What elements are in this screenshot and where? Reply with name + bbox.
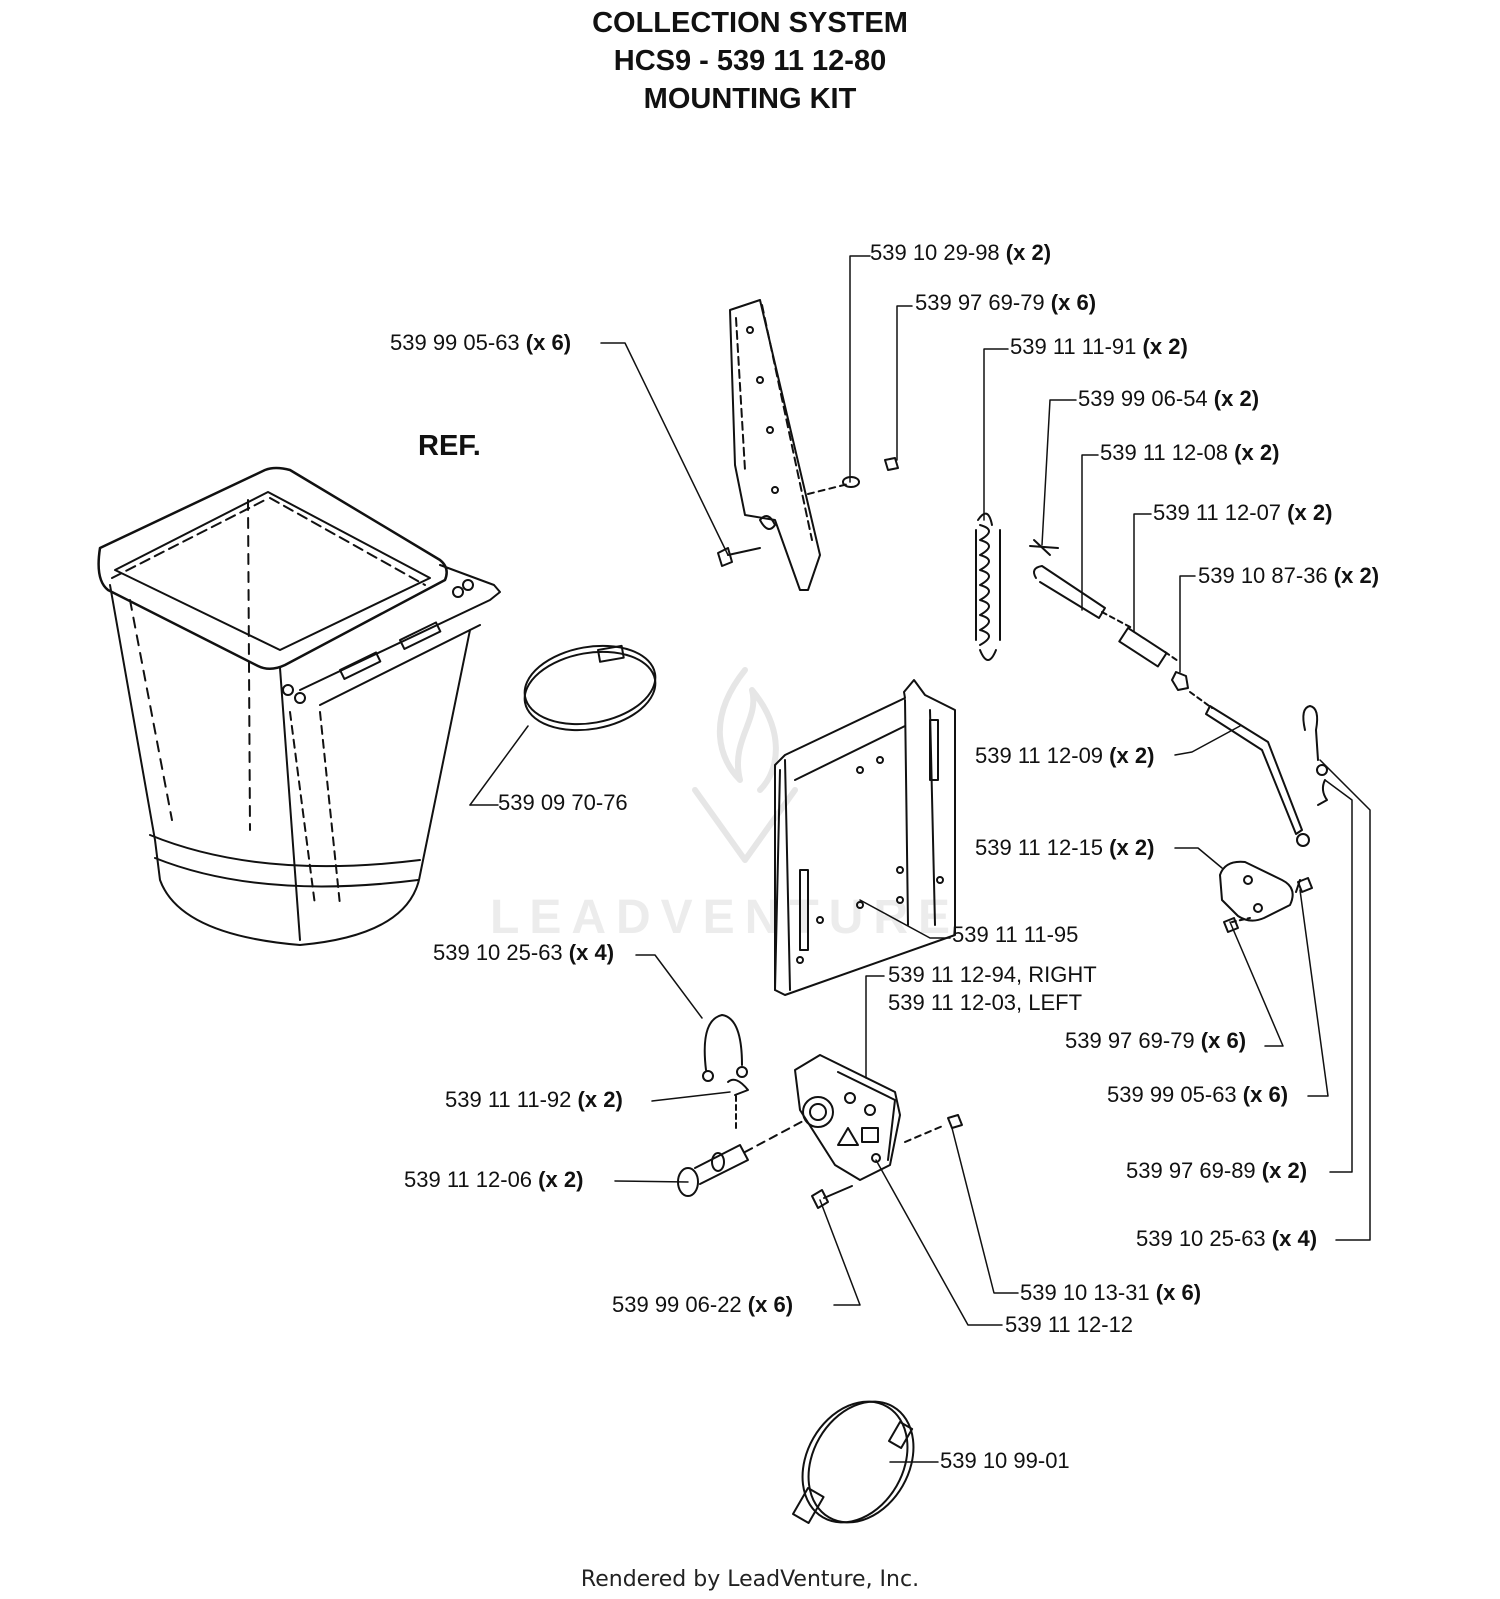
callout-539-11-12-09: 539 11 12-09 (x 2) xyxy=(975,743,1155,768)
small-bracket-plate xyxy=(1219,860,1313,933)
watermark-logo xyxy=(692,667,798,863)
callout-539-10-25-63-left: 539 10 25-63 (x 4) xyxy=(433,940,615,965)
callout-539-11-11-95: 539 11 11-95 xyxy=(952,922,1079,947)
leader-lines xyxy=(469,255,1371,1463)
hitch-bracket xyxy=(794,1054,963,1209)
callout-539-11-12-06: 539 11 12-06 (x 2) xyxy=(404,1167,584,1192)
title-line-1: COLLECTION SYSTEM xyxy=(592,7,908,39)
mounting-plate xyxy=(774,679,956,996)
lanyard-left xyxy=(702,1014,748,1082)
callout-539-11-12-94-right: 539 11 12-94, RIGHT xyxy=(888,962,1097,987)
callout-539-11-12-15: 539 11 12-15 (x 2) xyxy=(975,835,1155,860)
extension-spring xyxy=(975,512,1001,661)
hose-clamp-lower xyxy=(792,1400,915,1524)
callout-539-11-12-12: 539 11 12-12 xyxy=(1005,1312,1134,1337)
callout-539-97-69-79-upper: 539 97 69-79 (x 6) xyxy=(915,290,1097,315)
callout-539-99-06-54: 539 99 06-54 (x 2) xyxy=(1078,386,1260,411)
collection-bag-drawing xyxy=(97,466,501,946)
callout-539-09-70-76: 539 09 70-76 xyxy=(498,790,628,815)
callout-539-99-06-22: 539 99 06-22 (x 6) xyxy=(612,1292,794,1317)
callout-539-10-29-98: 539 10 29-98 (x 2) xyxy=(870,240,1052,265)
callout-539-11-12-03-left: 539 11 12-03, LEFT xyxy=(888,990,1083,1015)
clevis-pin xyxy=(677,1119,806,1197)
callout-539-11-11-92: 539 11 11-92 (x 2) xyxy=(445,1087,623,1112)
lanyard-and-pin-right xyxy=(1302,705,1328,806)
callout-539-11-12-08: 539 11 12-08 (x 2) xyxy=(1100,440,1280,465)
callout-539-10-25-63-right: 539 10 25-63 (x 4) xyxy=(1136,1226,1318,1251)
callout-539-97-69-89: 539 97 69-89 (x 2) xyxy=(1126,1158,1308,1183)
title-line-2: HCS9 - 539 11 12-80 xyxy=(613,45,887,77)
callout-539-10-87-36: 539 10 87-36 (x 2) xyxy=(1198,563,1380,588)
title-line-3: MOUNTING KIT xyxy=(643,83,857,115)
hairpin-clip-left xyxy=(727,1078,749,1131)
adjustment-rod-assembly xyxy=(1033,565,1310,847)
rendered-by-footer: Rendered by LeadVenture, Inc. xyxy=(580,1567,920,1592)
callout-539-99-05-63-upper: 539 99 05-63 (x 6) xyxy=(390,330,572,355)
callout-539-10-13-31: 539 10 13-31 (x 6) xyxy=(1020,1280,1202,1305)
callout-539-99-05-63-lower: 539 99 05-63 (x 6) xyxy=(1107,1082,1289,1107)
ref-label: REF. xyxy=(418,430,481,462)
callout-539-97-69-79-lower: 539 97 69-79 (x 6) xyxy=(1065,1028,1247,1053)
watermark-text: LEADVENTURE xyxy=(490,891,961,944)
callout-539-10-99-01: 539 10 99-01 xyxy=(940,1448,1070,1473)
callout-539-11-12-07: 539 11 12-07 (x 2) xyxy=(1153,500,1333,525)
cotter-pin-upper xyxy=(1029,539,1059,556)
hose-clamp-upper xyxy=(523,644,657,732)
callout-539-11-11-91: 539 11 11-91 (x 2) xyxy=(1010,334,1188,359)
side-plate xyxy=(717,299,899,591)
